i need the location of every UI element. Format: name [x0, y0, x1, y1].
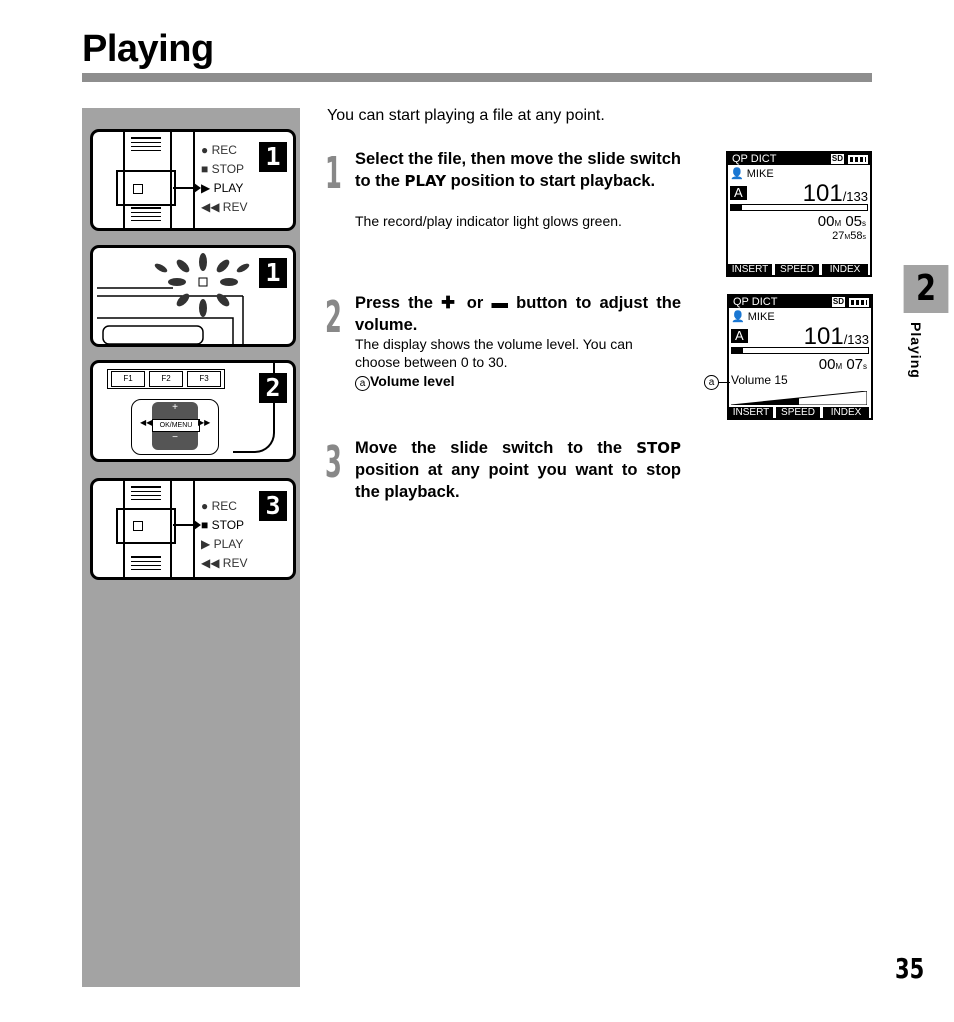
f3-button[interactable]: F3 — [187, 371, 221, 387]
panel-indicator-light: 1 — [90, 245, 296, 347]
page-number: 35 — [895, 952, 925, 985]
user-icon: 👤 — [731, 311, 745, 323]
slide-switch-body — [123, 132, 172, 228]
step-badge: 1 — [259, 142, 287, 172]
section-tab: 2 — [903, 265, 949, 313]
illustration-sidebar: ● REC ■ STOP ▶ PLAY ◀◀ REV 1 — [82, 108, 300, 987]
progress-bar — [730, 204, 868, 211]
softkey-bar: INSERT SPEED INDEX — [728, 264, 870, 275]
user-icon: 👤 — [730, 168, 744, 180]
folder-icon: A — [731, 329, 748, 343]
battery-icon — [849, 298, 869, 307]
softkey-speed: SPEED — [776, 407, 820, 418]
intro-text: You can start playing a file at any poin… — [327, 107, 605, 124]
arrow-icon — [173, 520, 201, 530]
panel-volume-buttons: F1 F2 F3 + OK/MENU − ◀◀ ▶▶ 2 — [90, 360, 296, 462]
step-number: 2 — [325, 292, 342, 343]
rewind-icon: ◀◀ — [140, 418, 153, 427]
softkey-index: INDEX — [822, 264, 868, 275]
title-rule — [82, 73, 872, 82]
indicator-light-drawing — [97, 253, 250, 344]
step-2-note: The display shows the volume level. You … — [355, 336, 633, 370]
plus-icon: ✚ — [441, 294, 459, 312]
softkey-insert: INSERT — [729, 407, 773, 418]
softkey-bar: INSERT SPEED INDEX — [729, 407, 871, 418]
softkey-insert: INSERT — [728, 264, 772, 275]
softkey-index: INDEX — [823, 407, 869, 418]
mode-labels: ● REC ■ STOP ▶ PLAY ◀◀ REV — [201, 499, 248, 570]
battery-icon — [848, 155, 868, 164]
section-label: Playing — [908, 322, 924, 379]
slide-switch-position — [116, 508, 176, 544]
ok-menu-button[interactable]: OK/MENU — [152, 419, 200, 432]
callout-a-marker: a — [704, 375, 719, 390]
step-badge: 1 — [259, 258, 287, 288]
progress-bar — [731, 347, 869, 354]
mode-labels: ● REC ■ STOP ▶ PLAY ◀◀ REV — [201, 143, 248, 214]
forward-icon: ▶▶ — [198, 418, 211, 427]
slide-switch-body — [123, 481, 172, 577]
f1-button[interactable]: F1 — [111, 371, 145, 387]
callout-line — [718, 382, 730, 383]
folder-icon: A — [730, 186, 747, 200]
step-badge: 2 — [259, 373, 287, 403]
step-1-heading: Select the file, then move the slide swi… — [355, 150, 681, 190]
step-number: 1 — [325, 148, 342, 199]
volume-wedge-fill — [731, 398, 799, 405]
minus-icon: ▬ — [491, 294, 508, 312]
step-badge: 3 — [259, 491, 287, 521]
volume-label: Volume 15 — [731, 373, 788, 387]
f2-button[interactable]: F2 — [149, 371, 183, 387]
panel-slide-play: ● REC ■ STOP ▶ PLAY ◀◀ REV 1 — [90, 129, 296, 231]
navigation-pad: + OK/MENU − ◀◀ ▶▶ — [131, 399, 219, 455]
step-1-note: The record/play indicator light glows gr… — [355, 213, 622, 229]
arrow-icon — [173, 183, 201, 193]
panel-slide-stop: ● REC ■ STOP ▶ PLAY ◀◀ REV 3 — [90, 478, 296, 580]
step-2-heading: Press the ✚ or ▬ button to adjust the vo… — [355, 294, 682, 334]
plus-button[interactable]: + — [172, 402, 178, 413]
volume-wedge — [731, 391, 867, 405]
softkey-speed: SPEED — [775, 264, 819, 275]
step-3-heading: Move the slide switch to the STOP positi… — [355, 439, 681, 501]
page-title: Playing — [82, 28, 214, 70]
slide-switch-position — [116, 170, 176, 206]
step-number: 3 — [325, 437, 342, 488]
minus-button[interactable]: − — [172, 432, 178, 443]
